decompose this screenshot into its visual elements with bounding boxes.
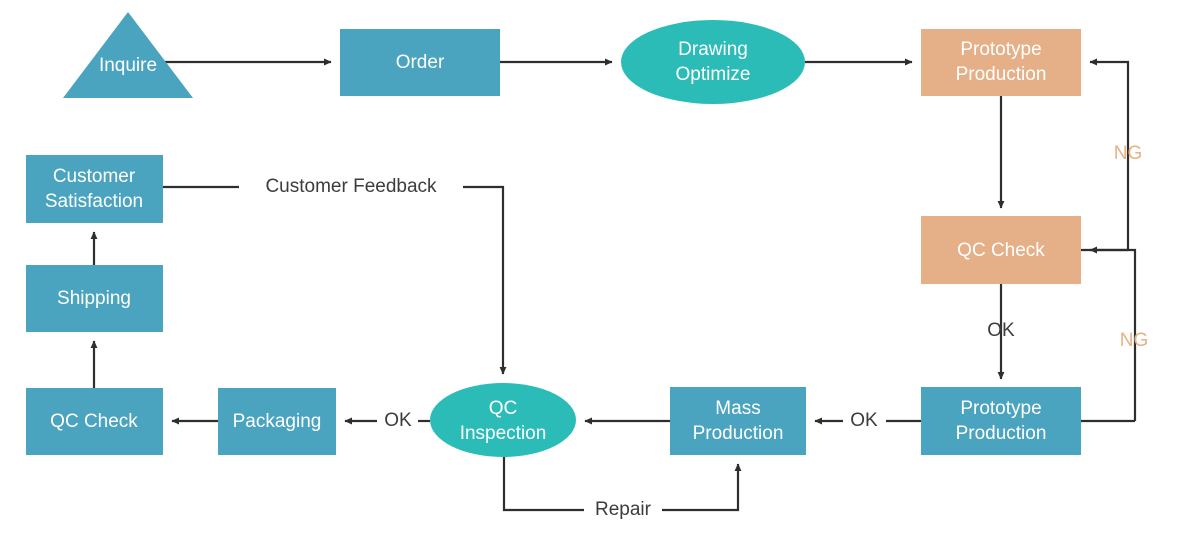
qc-check-right-rect-shape[interactable] bbox=[921, 216, 1081, 284]
node-mass-production[interactable]: Mass Production bbox=[670, 387, 806, 455]
node-order[interactable]: Order bbox=[340, 29, 500, 96]
packaging-rect-shape[interactable] bbox=[218, 388, 336, 455]
shipping-rect-shape[interactable] bbox=[26, 265, 163, 332]
prototype-production-bottom-rect-shape[interactable] bbox=[921, 387, 1081, 455]
order-rect-shape[interactable] bbox=[340, 29, 500, 96]
edge-label-ok-prototype-to-mass: OK bbox=[850, 410, 878, 431]
node-qc-inspection[interactable]: QC Inspection bbox=[430, 383, 576, 457]
edge-ng-qc-check-to-prototype-top bbox=[1089, 58, 1130, 250]
node-prototype-production-top[interactable]: Prototype Production bbox=[921, 29, 1081, 96]
edge-label-repair: Repair bbox=[595, 499, 652, 520]
node-shipping[interactable]: Shipping bbox=[26, 265, 163, 332]
edge-label-ng-top: NG bbox=[1114, 143, 1143, 164]
edge-label-ng-bottom: NG bbox=[1120, 330, 1149, 351]
node-customer-satisfaction[interactable]: Customer Satisfaction bbox=[26, 155, 163, 223]
node-prototype-production-bottom[interactable]: Prototype Production bbox=[921, 387, 1081, 455]
inquire-triangle-shape[interactable] bbox=[63, 12, 193, 98]
edge-label-ok-qc-check-to-prototype: OK bbox=[987, 320, 1015, 341]
node-qc-check-left[interactable]: QC Check bbox=[26, 388, 163, 455]
edge-repair-right-seg bbox=[662, 463, 742, 512]
qc-check-left-rect-shape[interactable] bbox=[26, 388, 163, 455]
node-inquire[interactable]: Inquire bbox=[63, 12, 193, 98]
connector-layer bbox=[90, 58, 1137, 512]
edge-label-ok-inspection-to-packaging: OK bbox=[384, 410, 412, 431]
node-qc-check-right[interactable]: QC Check bbox=[921, 216, 1081, 284]
edge-customer-feedback-right-seg bbox=[463, 185, 507, 375]
prototype-production-top-rect-shape[interactable] bbox=[921, 29, 1081, 96]
mass-production-rect-shape[interactable] bbox=[670, 387, 806, 455]
edge-repair-left-seg bbox=[502, 456, 584, 512]
drawing-optimize-ellipse-shape[interactable] bbox=[621, 20, 805, 104]
edge-label-customer-feedback: Customer Feedback bbox=[265, 176, 437, 197]
qc-inspection-ellipse-shape[interactable] bbox=[430, 383, 576, 457]
node-drawing-optimize[interactable]: Drawing Optimize bbox=[621, 20, 805, 104]
customer-satisfaction-rect-shape[interactable] bbox=[26, 155, 163, 223]
node-packaging[interactable]: Packaging bbox=[218, 388, 336, 455]
edge-label-layer: Customer Feedback NG NG OK OK OK Repair bbox=[265, 143, 1148, 520]
